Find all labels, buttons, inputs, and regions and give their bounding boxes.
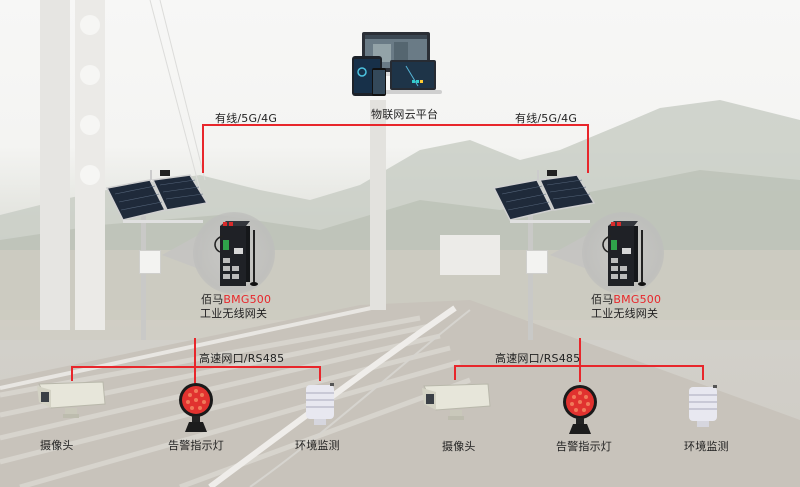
downlink-right-label: 高速网口/RS485 <box>495 352 581 365</box>
downlink-right-drop-camera <box>454 365 456 380</box>
warning-light-icon <box>563 385 597 434</box>
downlink-left-bus <box>71 366 321 368</box>
downlink-left-label: 高速网口/RS485 <box>199 352 285 365</box>
device-label-warning-light-right: 告警指示灯 <box>556 440 612 453</box>
gateway-model: BMG500 <box>223 293 272 306</box>
gateway-desc-right: 工业无线网关 <box>591 307 659 320</box>
uplink-horizontal-line <box>202 124 589 126</box>
gateway-desc-left: 工业无线网关 <box>200 307 268 320</box>
device-label-camera-left: 摄像头 <box>40 439 74 452</box>
downlink-left-drop-camera <box>71 366 73 381</box>
solar-pole <box>528 215 533 340</box>
device-label-warning-light-left: 告警指示灯 <box>168 439 224 452</box>
control-box <box>526 250 548 274</box>
downlink-right-trunk <box>579 338 581 382</box>
device-label-env-sensor-left: 环境监测 <box>295 439 340 452</box>
camera-icon <box>422 383 491 420</box>
solar-panel-icon <box>492 170 596 223</box>
gateway-brand: 佰马 <box>201 293 224 306</box>
uplink-right-line <box>587 124 589 173</box>
environment-sensor-icon <box>689 385 717 427</box>
uplink-right-label: 有线/5G/4G <box>515 112 578 125</box>
uplink-left-label: 有线/5G/4G <box>215 112 278 125</box>
downlink-left-trunk <box>194 338 196 384</box>
device-label-camera-right: 摄像头 <box>442 440 476 453</box>
camera-icon <box>37 381 106 418</box>
control-box <box>139 250 161 274</box>
device-label-env-sensor-right: 环境监测 <box>684 440 729 453</box>
gateway-name-left: 佰马BMG500 <box>201 291 271 307</box>
gateway-name-right: 佰马BMG500 <box>591 291 661 307</box>
gateway-device-icon <box>214 221 258 286</box>
downlink-left-drop-sensor <box>319 366 321 381</box>
cloud-platform-label: 物联网云平台 <box>371 108 439 121</box>
gateway-device-icon <box>602 221 646 286</box>
downlink-right-bus <box>454 365 704 367</box>
downlink-right-drop-sensor <box>702 365 704 380</box>
solar-pole <box>141 215 146 340</box>
gateway-model: BMG500 <box>613 293 662 306</box>
warning-light-icon <box>179 383 213 432</box>
callout-pointer <box>550 233 590 270</box>
uplink-left-line <box>202 124 204 173</box>
environment-sensor-icon <box>306 383 334 425</box>
gateway-brand: 佰马 <box>591 293 614 306</box>
callout-pointer <box>162 233 202 270</box>
cloud-platform-devices-icon <box>348 30 444 102</box>
solar-panel-icon <box>105 170 209 223</box>
